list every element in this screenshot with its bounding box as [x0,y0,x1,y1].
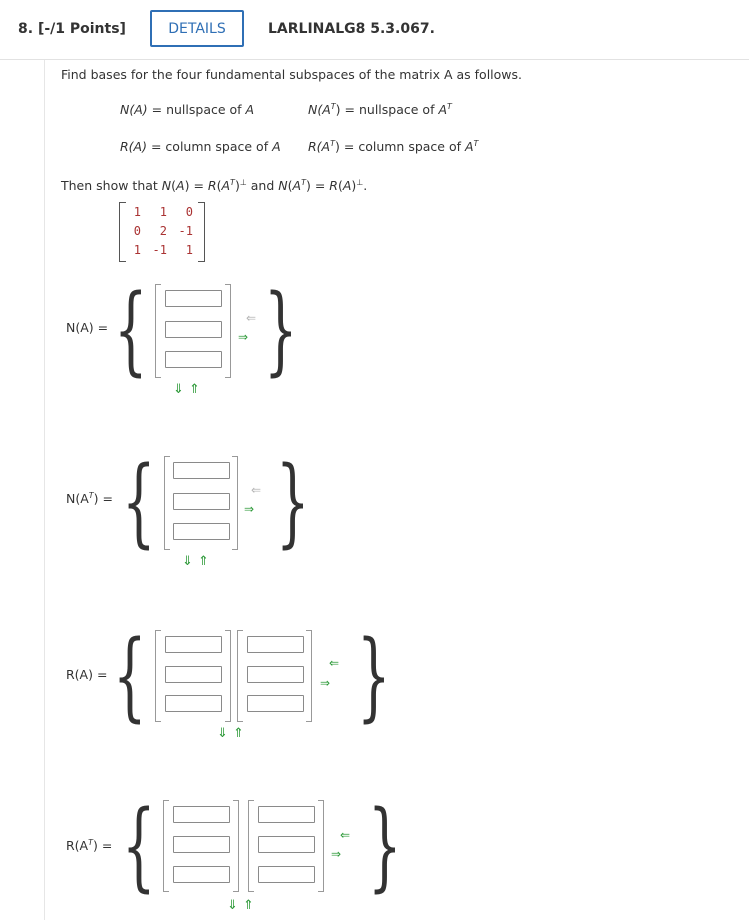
arrow-down-icon[interactable]: ⇓ [227,898,238,913]
vector-left-bracket [163,800,169,892]
def-columnspace-A: R(A) = column space of A [120,139,281,154]
matrix-cell: 0 [133,224,141,238]
vector-right-bracket [306,630,312,722]
matrix-left-bracket [119,202,126,262]
left-set-brace: { [122,790,156,902]
arrow-up-icon[interactable]: ⇑ [233,726,244,741]
left-set-brace: { [122,446,156,558]
arrow-up-icon[interactable]: ⇑ [243,898,254,913]
basis-RAT-v2-entry-2[interactable] [258,836,315,853]
vector-right-bracket [233,800,239,892]
matrix-cell: 1 [133,205,141,219]
content-border [44,60,45,920]
arrow-up-icon[interactable]: ⇑ [198,554,209,569]
vector-left-bracket [237,630,243,722]
basis-NA-entry-2[interactable] [165,321,222,338]
basis-RAT-v1-entry-1[interactable] [173,806,230,823]
question-prompt: Find bases for the four fundamental subs… [61,67,523,82]
right-set-brace: } [276,446,310,558]
matrix-cell: 0 [185,205,193,219]
question-number: 8. [18,21,34,37]
arrow-left-icon[interactable]: ⇐ [329,656,340,670]
left-set-brace: { [114,274,148,386]
basis-RAT-v2-entry-1[interactable] [258,806,315,823]
matrix-A: 1 1 0 0 2 -1 1 -1 1 [119,202,205,262]
arrow-left-icon[interactable]: ⇐ [340,828,351,842]
vector-left-bracket [164,456,170,550]
basis-RA-v2-entry-3[interactable] [247,695,304,712]
matrix-cell: -1 [178,224,193,238]
basis-NAT-entry-3[interactable] [173,523,230,540]
basis-NA-entry-1[interactable] [165,290,222,307]
arrow-right-icon[interactable]: ⇒ [320,676,331,690]
header-divider [0,59,749,60]
basis-RAT-v1-entry-3[interactable] [173,866,230,883]
then-show-statement: Then show that N(A) = R(AT)⊥ and N(AT) =… [61,178,368,194]
vector-left-bracket [155,284,161,378]
vector-left-bracket [155,630,161,722]
nullspace-A-label: N(A) = [66,320,109,335]
matrix-right-bracket [198,202,205,262]
basis-NAT-entry-1[interactable] [173,462,230,479]
vector-left-bracket [248,800,254,892]
columnspace-AT-label: R(AT) = [66,838,113,854]
def-nullspace-A: N(A) = nullspace of A [120,102,255,117]
arrow-left-icon[interactable]: ⇐ [251,483,262,497]
columnspace-A-label: R(A) = [66,667,108,682]
arrow-down-icon[interactable]: ⇓ [182,554,193,569]
basis-RAT-v1-entry-2[interactable] [173,836,230,853]
arrow-right-icon[interactable]: ⇒ [244,502,255,516]
arrow-left-icon[interactable]: ⇐ [246,311,257,325]
basis-RA-v1-entry-1[interactable] [165,636,222,653]
arrow-right-icon[interactable]: ⇒ [331,847,342,861]
right-set-brace: } [264,274,298,386]
basis-RA-v2-entry-2[interactable] [247,666,304,683]
nullspace-AT-label: N(AT) = [66,491,113,507]
details-button[interactable]: DETAILS [150,10,244,47]
points-label: [-/1 Points] [37,21,126,37]
basis-RA-v1-entry-3[interactable] [165,695,222,712]
vector-right-bracket [225,630,231,722]
arrow-up-icon[interactable]: ⇑ [189,382,200,397]
basis-RA-v2-entry-1[interactable] [247,636,304,653]
matrix-cell: 1 [185,243,193,257]
vector-right-bracket [232,456,238,550]
arrow-down-icon[interactable]: ⇓ [173,382,184,397]
basis-RAT-v2-entry-3[interactable] [258,866,315,883]
basis-NAT-entry-2[interactable] [173,493,230,510]
matrix-cell: -1 [152,243,167,257]
basis-NA-entry-3[interactable] [165,351,222,368]
def-columnspace-AT: R(AT) = column space of AT [308,139,479,155]
right-set-brace: } [368,790,402,902]
matrix-cell: 1 [159,205,167,219]
vector-right-bracket [318,800,324,892]
basis-RA-v1-entry-2[interactable] [165,666,222,683]
question-header: 8. [-/1 Points] [18,21,126,37]
arrow-right-icon[interactable]: ⇒ [238,330,249,344]
right-set-brace: } [357,620,391,732]
vector-right-bracket [225,284,231,378]
matrix-cell: 1 [133,243,141,257]
problem-code: LARLINALG8 5.3.067. [268,21,435,37]
def-nullspace-AT: N(AT) = nullspace of AT [308,102,452,118]
left-set-brace: { [113,620,147,732]
matrix-cell: 2 [159,224,167,238]
arrow-down-icon[interactable]: ⇓ [217,726,228,741]
